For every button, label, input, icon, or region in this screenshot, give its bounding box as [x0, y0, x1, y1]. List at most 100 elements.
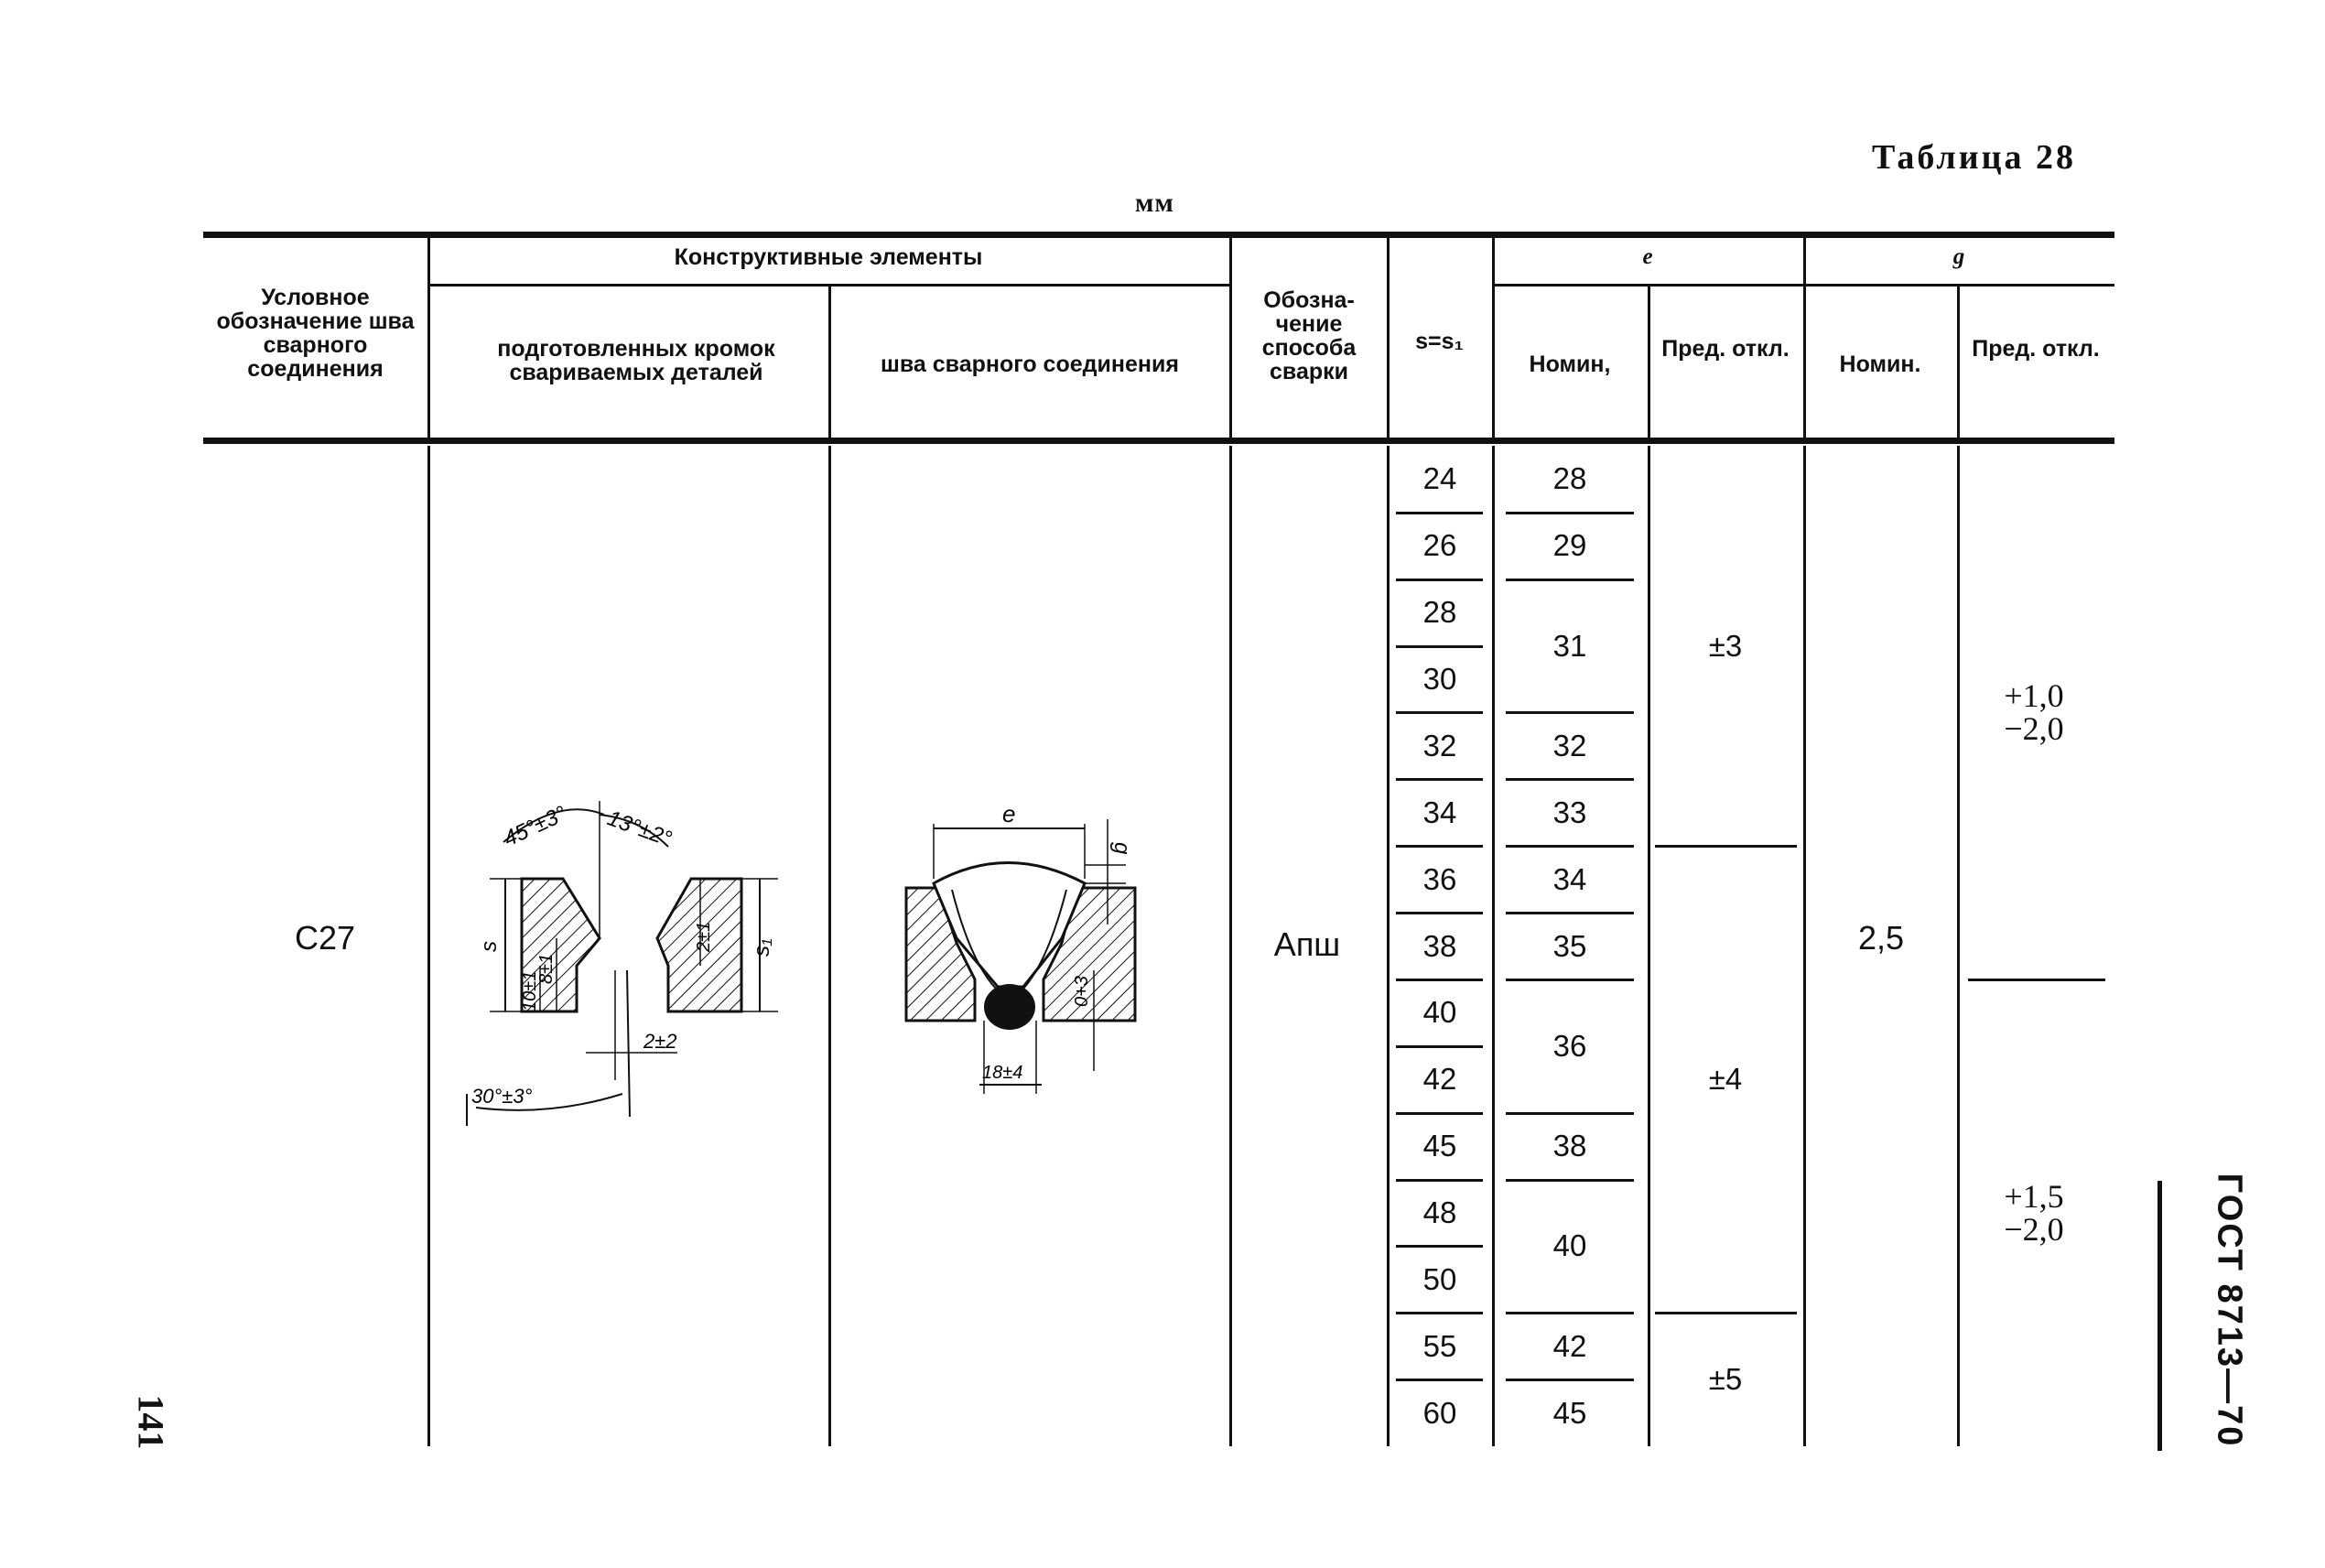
table-top-rule [203, 232, 2114, 238]
e-nominal-value: 35 [1552, 928, 1587, 963]
s-value: 26 [1422, 528, 1457, 563]
row-separator [1396, 912, 1483, 915]
unit-label: мм [1135, 188, 1174, 218]
header-e: e [1642, 244, 1653, 269]
row-separator [1506, 1379, 1634, 1382]
header-bottom-rule [203, 438, 2114, 444]
hdr-subrule [1492, 284, 1803, 287]
table-title: Таблица 28 [1871, 138, 2076, 177]
label-root: 18±4 [982, 1063, 1022, 1083]
header-prepared: подготовленных кромок свариваемых детале… [497, 336, 775, 385]
row-separator [1506, 845, 1634, 849]
g-deviation-value: +1,5−2,0 [2004, 1180, 2063, 1246]
hdr-vline [1492, 238, 1495, 438]
hdr-vline [1957, 287, 1960, 438]
row-separator [1396, 778, 1483, 782]
row-separator [1396, 644, 1483, 648]
row-separator [1506, 978, 1634, 981]
header-s: s=s₁ [1415, 329, 1464, 354]
s-value: 38 [1422, 928, 1457, 963]
header-e-deviation: Пред. откл. [1661, 336, 1790, 362]
s-value: 30 [1422, 662, 1457, 697]
g-deviation-value: +1,0−2,0 [2004, 679, 2063, 745]
s-value: 32 [1422, 728, 1457, 762]
s-value: 34 [1422, 795, 1457, 829]
row-separator [1396, 1111, 1483, 1115]
e-nominal-value: 42 [1552, 1328, 1587, 1363]
body-vline [427, 446, 430, 1446]
g-nominal: 2,5 [1857, 919, 1905, 957]
s-value: 60 [1422, 1395, 1457, 1430]
e-deviation-value: ±4 [1708, 1062, 1743, 1097]
e-nominal-value: 29 [1552, 528, 1587, 563]
s-value: 50 [1422, 1261, 1457, 1296]
header-e-nominal: Номин, [1529, 351, 1611, 377]
row-separator [1396, 845, 1483, 849]
row-separator [1396, 1312, 1483, 1315]
row-separator [1968, 978, 2105, 981]
body-vline [828, 446, 831, 1446]
body-vline [1492, 446, 1495, 1446]
hdr-vline [1803, 238, 1806, 438]
s-value: 24 [1422, 461, 1457, 496]
row-separator [1506, 1312, 1634, 1315]
weld-drawing: e g 18±4 0+3 [904, 800, 1137, 1094]
header-symbol: Условное обозначение шва сварного соедин… [216, 285, 415, 382]
label-angle-top: 45°±3° [500, 801, 570, 851]
row-separator [1396, 1379, 1483, 1382]
body-vline [1229, 446, 1232, 1446]
weld-symbol: С27 [294, 919, 356, 957]
header-g-deviation: Пред. откл. [1972, 336, 2100, 362]
e-nominal-value: 45 [1552, 1395, 1587, 1430]
s-value: 45 [1422, 1129, 1457, 1163]
label-angle-side: 13°±2° [604, 806, 676, 851]
header-weld: шва сварного соединения [881, 351, 1179, 377]
hdr-subrule [1803, 284, 2114, 287]
g-deviation-lower: −2,0 [2004, 1210, 2064, 1248]
row-separator [1396, 711, 1483, 715]
row-separator [1396, 978, 1483, 981]
side-rule [2157, 1181, 2162, 1451]
hdr-vline [427, 238, 430, 438]
row-separator [1506, 778, 1634, 782]
s-value: 48 [1422, 1195, 1457, 1229]
header-elements: Конструктивные элементы [674, 244, 983, 270]
label-zero: 0+3 [1072, 976, 1092, 1007]
s-value: 55 [1422, 1328, 1457, 1363]
e-nominal-value: 38 [1552, 1129, 1587, 1163]
hdr-subrule [427, 284, 1229, 287]
label-s: s [477, 941, 502, 952]
hdr-vline [828, 287, 831, 438]
body-vline [1803, 446, 1806, 1446]
e-nominal-value: 34 [1552, 861, 1587, 896]
row-separator [1506, 511, 1634, 514]
row-separator [1396, 1178, 1483, 1182]
hdr-vline [1648, 287, 1650, 438]
s-value: 40 [1422, 995, 1457, 1030]
row-separator [1396, 511, 1483, 514]
row-separator [1506, 578, 1634, 581]
row-separator [1506, 711, 1634, 715]
hdr-vline [1229, 238, 1232, 438]
s-value: 42 [1422, 1062, 1457, 1097]
body-vline [1648, 446, 1650, 1446]
row-separator [1396, 1044, 1483, 1048]
label-gap: 2±2 [643, 1030, 677, 1053]
e-nominal-value: 28 [1552, 461, 1587, 496]
row-separator [1396, 1245, 1483, 1249]
label-angle-bottom: 30°±3° [471, 1085, 533, 1108]
e-nominal-value: 36 [1552, 1028, 1587, 1063]
e-deviation-value: ±3 [1708, 628, 1743, 663]
row-separator [1655, 845, 1797, 849]
e-nominal-value: 31 [1552, 628, 1587, 663]
header-method: Обозна- чение способа сварки [1261, 287, 1357, 384]
e-nominal-value: 32 [1552, 728, 1587, 762]
label-2v: 2±1 [694, 922, 714, 953]
row-separator [1506, 1178, 1634, 1182]
label-s1: s₁ [750, 938, 774, 957]
e-nominal-value: 40 [1552, 1228, 1587, 1263]
row-separator [1506, 912, 1634, 915]
row-separator [1655, 1312, 1797, 1315]
prepared-edges-drawing: 45°±3° 13°±2° s s₁ 8±1 10±1 2±1 2±2 30°±… [466, 801, 778, 1126]
page-number: 141 [130, 1394, 172, 1450]
